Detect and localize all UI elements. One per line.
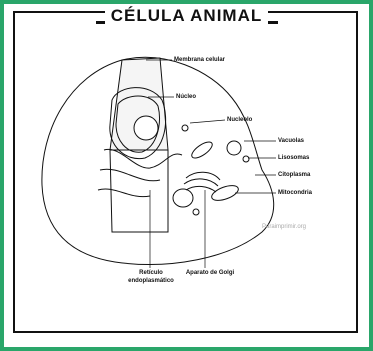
label-golgi: Aparato de Golgi bbox=[180, 270, 240, 277]
label-nucleolo: Nucleolo bbox=[227, 117, 252, 124]
watermark: Paraimprimir.org bbox=[262, 224, 306, 230]
vacuole-shape bbox=[227, 141, 241, 155]
label-citoplasma: Citoplasma bbox=[278, 172, 310, 179]
label-reticulo-line2: endoplasmático bbox=[118, 278, 184, 285]
label-mitocondria: Mitocondria bbox=[278, 190, 312, 197]
lysosome-shape bbox=[243, 156, 249, 162]
label-reticulo-line1: Retículo bbox=[126, 270, 176, 277]
label-nucleo: Núcleo bbox=[176, 94, 196, 101]
label-lisosomas: Lisosomas bbox=[278, 155, 309, 162]
golgi-shape bbox=[184, 172, 220, 192]
label-vacuolas: Vacuolas bbox=[278, 138, 304, 145]
nucleolus-shape bbox=[134, 116, 158, 140]
label-membrana: Membrana celular bbox=[174, 57, 225, 64]
